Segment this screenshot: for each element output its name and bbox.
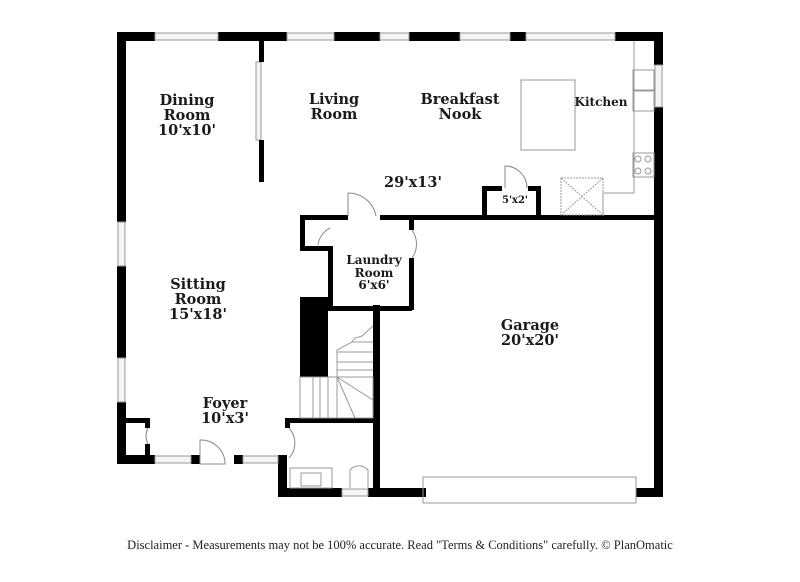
- toilet: [349, 465, 369, 488]
- disclaimer-text: Disclaimer - Measurements may not be 100…: [127, 538, 673, 552]
- room-label-sitting-room: Sitting Room 15'x18': [169, 276, 227, 324]
- room-dimensions-breakfast-nook: 29'x13': [384, 174, 442, 191]
- doors: [145, 165, 528, 465]
- bath-sink: [300, 472, 322, 487]
- room-label-laundry-room: Laundry Room 6'x6': [346, 253, 402, 293]
- room-label-dining-room: Dining Room 10'x10': [158, 92, 216, 140]
- sink-right: [632, 90, 655, 112]
- refrigerator-space: [560, 177, 604, 216]
- fixtures: [289, 41, 655, 504]
- room-label-garage: Garage 20'x20': [500, 317, 560, 350]
- room-label-kitchen: Kitchen: [574, 95, 628, 109]
- garage-door: [422, 476, 637, 504]
- cooktop: [632, 152, 655, 178]
- room-label-breakfast-nook: Breakfast Nook: [420, 91, 500, 124]
- sink-left: [632, 69, 655, 91]
- kitchen-island: [520, 79, 576, 151]
- room-label-foyer: Foyer 10'x3': [201, 395, 249, 428]
- staircase: [299, 325, 374, 419]
- room-label-pantry: 5'x2': [501, 195, 528, 206]
- windows: [117, 32, 663, 497]
- room-label-living-room: Living Room: [308, 91, 360, 124]
- exterior-walls: [117, 32, 663, 497]
- interior-walls: [125, 40, 654, 456]
